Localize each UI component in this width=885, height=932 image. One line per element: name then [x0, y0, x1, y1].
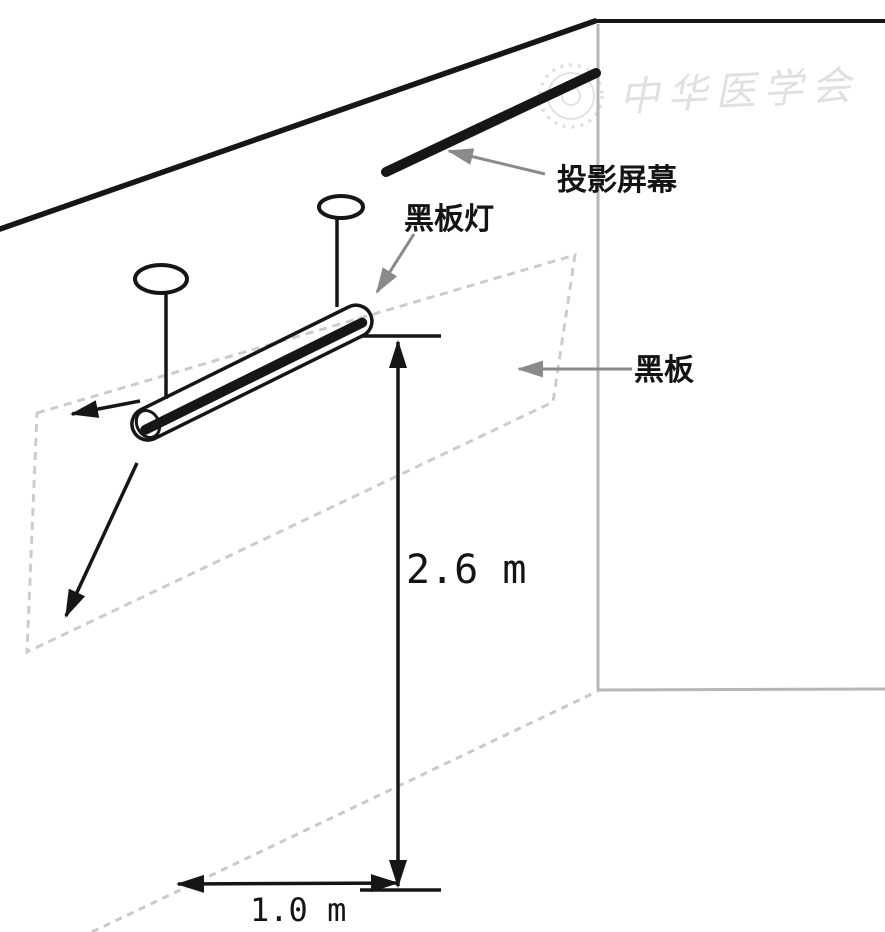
projection-screen-leader-arrow: [447, 148, 546, 176]
dimension-label-distance: 1.0 m: [250, 891, 346, 929]
back-wall-bottom-edge-line: [597, 687, 885, 692]
pendant-mount-right: [317, 194, 365, 307]
dimension-horizontal: 1.0 m: [176, 874, 399, 929]
watermark-seal-icon: [538, 63, 604, 129]
projection-screen-shape: [381, 68, 601, 177]
light-direction-arrows: [64, 399, 141, 618]
blackboard-light-fixture: [130, 303, 374, 442]
light-fixture-housing: [130, 303, 374, 442]
light-ray-arrow-diagonal: [64, 462, 139, 618]
light-ray-arrow-horizontal: [70, 399, 141, 418]
callouts: 投影屏幕 黑板灯 黑板: [375, 148, 694, 387]
pendant-canopy-left: [133, 263, 189, 295]
pendant-canopy-right: [317, 194, 365, 220]
dimension-vertical: 2.6 m: [360, 334, 526, 892]
light-fixture-end-cap: [134, 409, 162, 439]
pendant-mount-left: [133, 263, 189, 399]
dimension-label-height: 2.6 m: [406, 547, 526, 593]
projection-screen-label: 投影屏幕: [557, 164, 678, 197]
room-outline: [0, 18, 885, 932]
light-fixture-tube: [140, 317, 368, 435]
dimension-line-horizontal: [176, 874, 399, 893]
blackboard-light-label: 黑板灯: [404, 203, 494, 236]
watermark-text: 中华医学会: [618, 62, 860, 119]
blackboard-light-leader-arrow: [375, 233, 416, 294]
blackboard-label: 黑板: [634, 354, 694, 387]
ceiling-edge-line: [0, 18, 598, 232]
